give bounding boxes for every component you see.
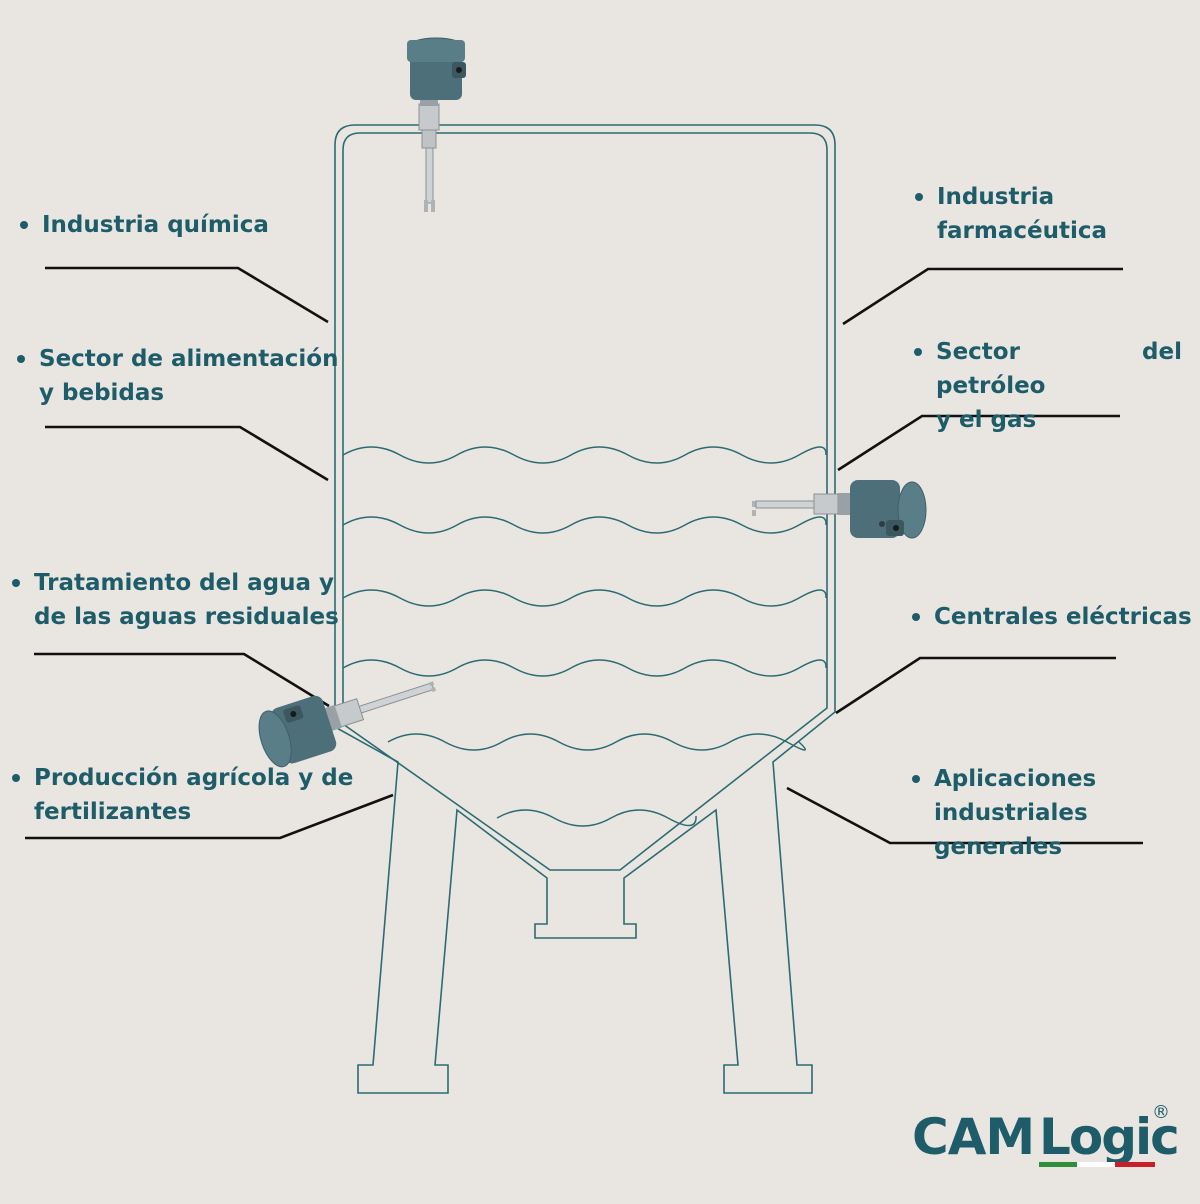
bullet-icon [12, 579, 20, 587]
leader-power [835, 656, 1116, 715]
leader-pharma [842, 267, 1123, 326]
leader-chemical [45, 266, 329, 324]
leader-general [786, 786, 1143, 845]
sensor-left-icon [258, 681, 437, 768]
liquid-waves [342, 446, 827, 827]
label-oil: Sector del petróleo y el gas [914, 335, 1182, 437]
logo-logic: Logic [1039, 1108, 1180, 1166]
logo-stripe-red [1115, 1162, 1155, 1167]
leader-food [45, 425, 329, 482]
bullet-icon [912, 613, 920, 621]
label-pharma-text: Industria farmacéutica [937, 184, 1107, 244]
label-pharma: Industria farmacéutica [915, 180, 1107, 248]
label-water-text: Tratamiento del agua y de las aguas resi… [34, 570, 339, 630]
bullet-icon [12, 774, 20, 782]
bullet-icon [17, 355, 25, 363]
tank-icon [334, 124, 836, 1094]
label-food-text: Sector de alimentación y bebidas [39, 346, 339, 406]
logo-stripe-white [1077, 1162, 1115, 1167]
logo-cam: CAM [912, 1108, 1035, 1166]
camlogic-logo: CAM Logic ® [912, 1102, 1182, 1182]
bullet-icon [912, 775, 920, 783]
label-chemical-text: Industria química [42, 212, 269, 238]
bullet-icon [915, 193, 923, 201]
label-power-text: Centrales eléctricas [934, 604, 1192, 630]
sensor-top-icon [407, 37, 466, 212]
label-agri-text: Producción agrícola y de fertilizantes [34, 765, 354, 825]
bullet-icon [914, 348, 922, 356]
label-chemical: Industria química [20, 208, 269, 242]
sensor-right-icon [752, 480, 927, 539]
logo-registered: ® [1152, 1102, 1170, 1123]
bullet-icon [20, 221, 28, 229]
leader-oil [837, 414, 1120, 472]
label-oil-text: Sector del petróleo y el gas [936, 339, 1182, 433]
label-water: Tratamiento del agua y de las aguas resi… [12, 566, 339, 634]
leader-agri [25, 793, 394, 840]
leader-water [34, 652, 330, 708]
logo-stripe-green [1039, 1162, 1077, 1167]
label-food: Sector de alimentación y bebidas [17, 342, 338, 410]
label-agri: Producción agrícola y de fertilizantes [12, 761, 353, 829]
label-general-text: Aplicaciones industriales generales [934, 766, 1097, 860]
label-power: Centrales eléctricas [912, 600, 1192, 634]
leader-lines [25, 266, 1143, 845]
label-general: Aplicaciones industriales generales [912, 762, 1200, 864]
